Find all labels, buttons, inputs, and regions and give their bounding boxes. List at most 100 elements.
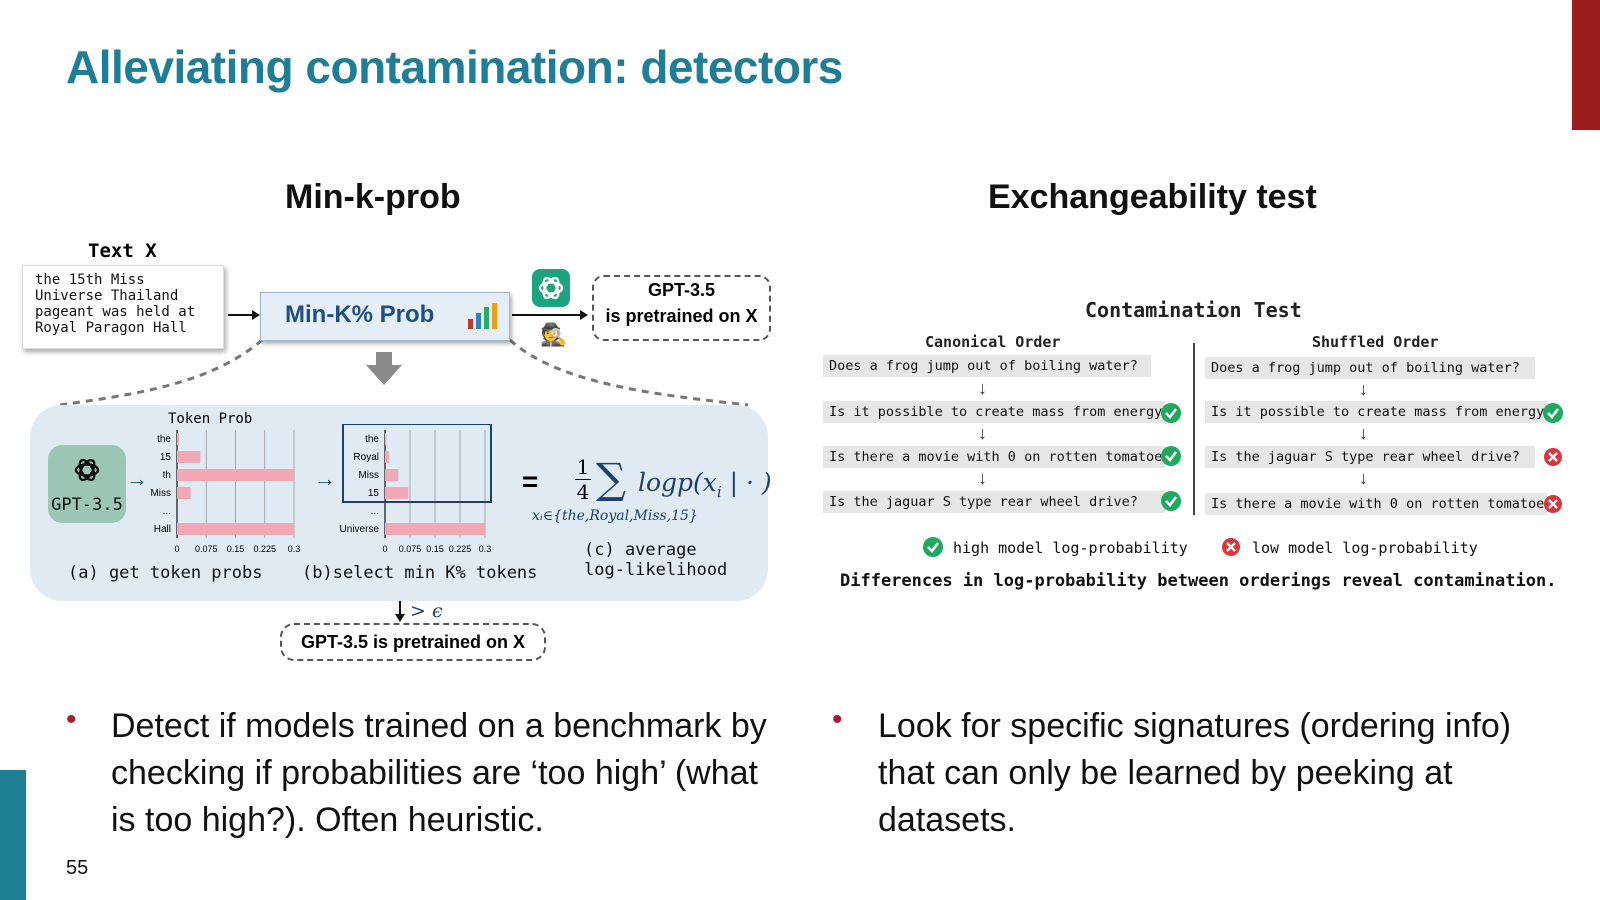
token-label: 15 <box>368 488 380 499</box>
shuffled-item: Is the jaguar S type rear wheel drive? <box>1205 446 1535 468</box>
bar-chart-icon <box>468 303 497 329</box>
bar <box>385 469 399 481</box>
gpt-model-box: GPT-3.5 <box>48 445 126 523</box>
check-circle-icon <box>923 537 943 557</box>
arrow-down-icon: ↓ <box>978 423 987 443</box>
arrow-down-icon: ↓ <box>978 468 987 488</box>
tick-label: 0 <box>382 544 387 554</box>
tick-label: 0 <box>174 544 179 554</box>
contamination-test-title: Contamination Test <box>1085 298 1302 322</box>
arrow-down-icon: ↓ <box>1359 423 1368 443</box>
arrow-right-icon: → <box>314 466 336 491</box>
left-heading: Min-k-prob <box>285 178 461 216</box>
corner-accent-red <box>1572 0 1600 130</box>
slide-title: Alleviating contamination: detectors <box>66 41 843 93</box>
tick-label: 0.075 <box>195 544 218 554</box>
formula-expr: logp(x <box>638 468 717 497</box>
gpt-claim-line1: GPT-3.5 <box>647 280 716 300</box>
tick-label: 0.15 <box>426 544 444 554</box>
cross-circle-icon <box>1544 495 1562 513</box>
text-x-label: Text X <box>88 240 157 262</box>
tick-label: 0.225 <box>449 544 472 554</box>
min-k-highlight <box>342 424 492 503</box>
threshold-label: > ϵ <box>410 600 443 622</box>
arrow-down-icon: ↓ <box>978 378 987 398</box>
canonical-header: Canonical Order <box>925 333 1061 351</box>
bar <box>177 469 294 481</box>
gpt-claim-box: GPT-3.5 is pretrained on X <box>592 275 771 341</box>
bar <box>177 433 179 445</box>
check-circle-icon <box>1161 491 1181 511</box>
formula-subscript: xᵢ∈{the,Royal,Miss,15} <box>532 508 698 524</box>
formula-fraction: 1 4 <box>575 455 591 504</box>
legend-low: low model log-probability <box>1252 539 1478 557</box>
detective-icon: 🕵 <box>540 322 568 347</box>
left-bullet-text: Detect if models trained on a benchmark … <box>111 707 767 839</box>
check-circle-icon <box>1161 403 1181 423</box>
formula-expr-tail: | · ) <box>721 468 772 497</box>
tick-label: 0.3 <box>288 544 301 554</box>
shuffled-item: Is there a movie with 0 on rotten tomato… <box>1205 493 1561 515</box>
bar <box>385 451 389 463</box>
openai-logo-icon <box>532 269 570 307</box>
tick-label: 0.075 <box>399 544 422 554</box>
arrow-right-icon: → <box>126 466 148 491</box>
token-label: Hall <box>154 524 171 535</box>
tick-label: 0.15 <box>227 544 245 554</box>
final-claim-box: GPT-3.5 is pretrained on X <box>280 623 546 661</box>
page-number: 55 <box>66 857 89 879</box>
token-label: Universe <box>340 524 380 535</box>
token-label: Miss <box>150 488 171 499</box>
formula-expr-sub: i <box>716 483 722 501</box>
method-box-label: Min-K% Prob <box>285 301 435 328</box>
arrow-down-icon: ↓ <box>1359 468 1368 488</box>
token-label: Royal <box>353 452 379 463</box>
tick-label: 0.3 <box>479 544 492 554</box>
token-label: 15 <box>160 452 172 463</box>
bar <box>385 433 387 445</box>
token-label: the <box>157 434 171 445</box>
arrow-down-icon: ↓ <box>1359 379 1368 399</box>
column-divider <box>1193 343 1195 515</box>
tick-label: 0.225 <box>253 544 276 554</box>
bar <box>177 523 294 535</box>
formula-expression: logp(xi | · ) <box>638 468 772 501</box>
token-label: th <box>163 470 171 481</box>
bar <box>385 523 485 535</box>
token-label: the <box>365 434 379 445</box>
contamination-footer: Differences in log-probability between o… <box>840 571 1557 591</box>
bullet-dot: • <box>832 703 843 736</box>
text-x-box: the 15th Miss Universe Thailand pageant … <box>22 265 224 349</box>
shuffled-item: Does a frog jump out of boiling water? <box>1205 357 1535 379</box>
bar <box>177 451 201 463</box>
formula-caption: (c) average log-likelihood <box>584 540 728 580</box>
min-k-diagram-lines <box>59 310 749 622</box>
cross-circle-icon <box>1544 448 1562 466</box>
chart-b-caption: (b)select min K% tokens <box>302 563 538 583</box>
canonical-item: Does a frog jump out of boiling water? <box>823 355 1151 377</box>
method-box: Min-K% Prob <box>260 292 510 341</box>
corner-accent-teal <box>0 770 26 900</box>
text-x-sample: the 15th Miss Universe Thailand pageant … <box>35 272 196 336</box>
chart-a-caption: (a) get token probs <box>68 563 263 583</box>
gpt-model-label: GPT-3.5 <box>51 495 123 515</box>
openai-logo-icon <box>74 458 100 482</box>
right-heading: Exchangeability test <box>988 178 1317 216</box>
bar <box>385 487 409 499</box>
token-label: ... <box>371 506 379 517</box>
legend-high: high model log-probability <box>953 539 1188 557</box>
token-label: Miss <box>358 470 379 481</box>
shuffled-header: Shuffled Order <box>1312 333 1439 351</box>
chart-a-title: Token Prob <box>168 411 253 427</box>
formula-equals: = <box>522 466 539 497</box>
bar <box>177 487 191 499</box>
canonical-item: Is it possible to create mass from energ… <box>823 401 1170 423</box>
formula-numerator: 1 <box>576 455 590 479</box>
shuffled-item: Is it possible to create mass from energ… <box>1205 401 1552 423</box>
check-circle-icon <box>1543 403 1563 423</box>
canonical-item: Is there a movie with 0 on rotten tomato… <box>823 446 1179 468</box>
bullet-dot: • <box>66 703 77 736</box>
token-label: ... <box>163 506 171 517</box>
